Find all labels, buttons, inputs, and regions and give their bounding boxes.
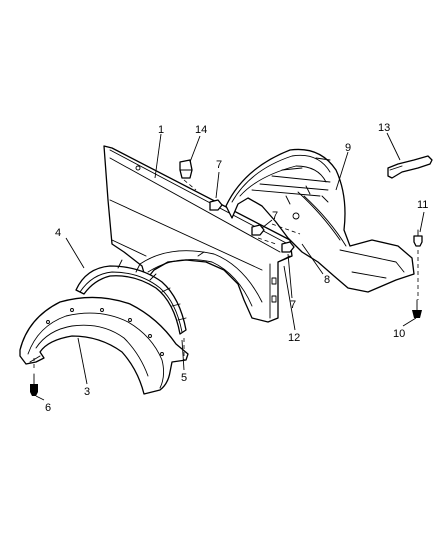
front-fender [103, 145, 293, 323]
callout-9: 9 [345, 142, 351, 154]
screw-icon [413, 229, 423, 247]
nut-icon [281, 241, 295, 253]
nut-icon [251, 224, 265, 236]
callout-13: 13 [378, 122, 390, 134]
callout-7: 7 [216, 159, 222, 171]
bracket-part-13 [387, 155, 433, 179]
wheel-flare-inner-part-4 [75, 259, 187, 335]
callout-1: 1 [158, 124, 164, 136]
screw-icon [412, 299, 422, 318]
callout-12: 12 [288, 332, 300, 344]
callout-labels: 1 14 7 9 13 7 11 4 8 7 12 10 5 3 6 [45, 122, 428, 414]
leader-lines [35, 132, 425, 401]
nut-icon [209, 199, 223, 211]
assembly-lines [33, 179, 419, 368]
callout-14: 14 [195, 124, 207, 136]
callout-7: 7 [272, 210, 278, 222]
callout-10: 10 [393, 328, 405, 340]
callout-11: 11 [417, 199, 428, 211]
callout-4: 4 [55, 227, 61, 239]
wheelhouse-splash-shield [225, 148, 415, 293]
callout-7: 7 [290, 299, 296, 311]
callout-8: 8 [324, 274, 330, 286]
clip-part-14 [179, 159, 193, 179]
callout-6: 6 [45, 402, 51, 414]
screw-icon [30, 373, 38, 396]
callout-5: 5 [181, 372, 187, 384]
wheel-flare-outer-part-3 [19, 296, 189, 395]
callout-3: 3 [84, 386, 90, 398]
